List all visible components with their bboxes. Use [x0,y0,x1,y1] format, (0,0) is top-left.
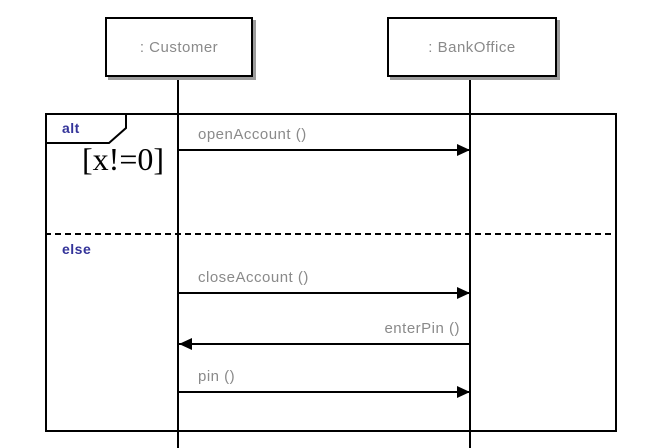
arrow-right-icon [457,287,470,299]
fragment-operator-pentagon [45,113,127,144]
lifeline-bankoffice [469,77,471,448]
lifeline-label-customer: : Customer [139,38,219,56]
message-label-closeaccount: closeAccount () [198,269,309,286]
lifeline-label-bankoffice: : BankOffice [428,38,516,56]
message-label-pin: pin () [198,368,236,385]
fragment-separator [45,233,617,235]
message-line-enterpin [179,343,469,345]
message-line-closeaccount [179,292,469,294]
message-label-openaccount: openAccount () [198,126,307,143]
alt-fragment: alt [45,113,617,432]
message-label-enterpin: enterPin () [384,320,460,337]
guard-condition: [x!=0] [82,141,165,177]
lifeline-head-bankoffice: : BankOffice [387,17,557,77]
arrow-right-icon [457,386,470,398]
arrow-right-icon [457,144,470,156]
message-line-pin [179,391,469,393]
lifeline-head-customer: : Customer [105,17,253,77]
lifeline-customer [177,77,179,448]
message-line-openaccount [179,149,469,151]
fragment-operator-label: alt [62,120,80,136]
else-label: else [62,241,92,257]
arrow-left-icon [179,338,192,350]
